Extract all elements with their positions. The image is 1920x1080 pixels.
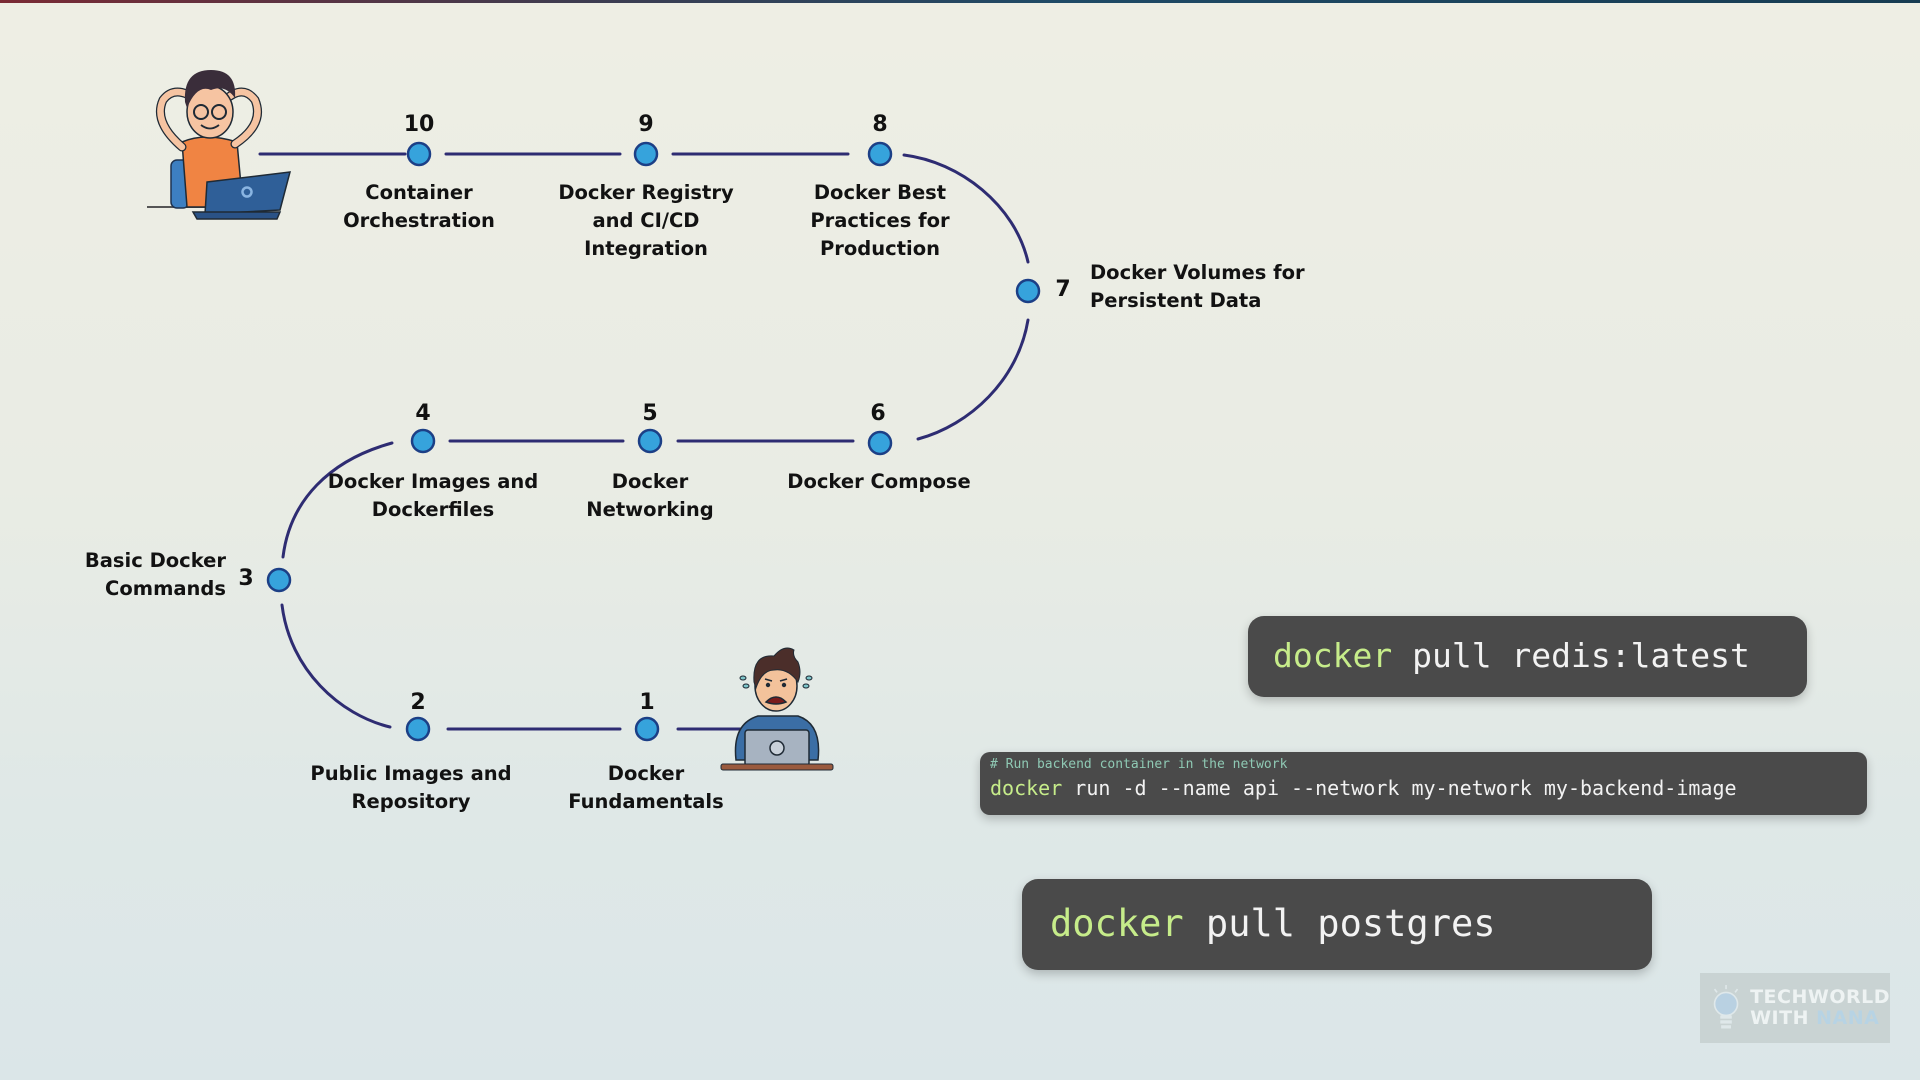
code-text: run -d --name api --network my-network m… (1062, 776, 1737, 800)
step-node-8 (867, 141, 893, 167)
step-number: 3 (238, 566, 254, 591)
step-label: Docker Images and Dockerfiles (327, 470, 539, 521)
step-label: Docker Networking (586, 470, 714, 521)
step-node-10 (406, 141, 432, 167)
step-node-4 (410, 428, 436, 454)
connector-3-2 (280, 603, 392, 729)
step-label: Public Images and Repository (310, 762, 512, 813)
step-node-5 (637, 428, 663, 454)
watermark-line-2: WITH NANA (1750, 1007, 1880, 1029)
techworld-watermark-logo: TECHWORLD WITH NANA (1700, 973, 1890, 1043)
code-snippet-redis: docker pull redis:latest (1248, 616, 1807, 697)
step-label: Basic Docker Commands (84, 549, 226, 600)
step-label: Container Orchestration (343, 181, 495, 232)
step-node-3 (266, 567, 292, 593)
step-node-2 (405, 716, 431, 742)
code-text: pull redis:latest (1392, 636, 1750, 675)
code-keyword: docker (1050, 902, 1184, 945)
step-label: Docker Volumes for Persistent Data (1090, 261, 1305, 312)
connector-4-3 (281, 441, 394, 559)
watermark-text: TECHWORLD WITH NANA (1750, 987, 1890, 1029)
code-comment: # Run backend container in the network (990, 757, 1288, 772)
step-number: 2 (410, 690, 426, 715)
step-label: Docker Best Practices for Production (810, 181, 950, 260)
step-label: Docker Fundamentals (568, 762, 724, 813)
code-keyword: docker (1273, 636, 1393, 675)
code-snippet-run-backend: # Run backend container in the network d… (980, 752, 1867, 815)
step-number: 1 (639, 690, 655, 715)
code-snippet-postgres: docker pull postgres (1022, 879, 1652, 970)
connector-8-7 (902, 153, 1030, 264)
watermark-line-1: TECHWORLD (1750, 986, 1890, 1008)
step-number: 10 (403, 112, 435, 137)
lightbulb-icon (1713, 985, 1739, 1029)
step-node-1 (634, 716, 660, 742)
code-keyword: docker (990, 776, 1063, 800)
code-text: pull postgres (1183, 902, 1496, 945)
step-node-7 (1015, 278, 1041, 304)
step-number: 4 (415, 401, 431, 426)
top-accent-bar (0, 0, 1920, 3)
step-number: 9 (638, 112, 654, 137)
step-label: Docker Registry and CI/CD Integration (558, 181, 734, 260)
step-label: Docker Compose (787, 470, 971, 493)
stressed-developer-illustration (720, 647, 834, 771)
relaxed-developer-illustration (147, 70, 292, 220)
step-number: 6 (870, 401, 886, 426)
step-node-6 (867, 430, 893, 456)
connector-7-6 (916, 318, 1030, 441)
step-number: 7 (1055, 277, 1071, 302)
step-node-9 (633, 141, 659, 167)
step-number: 8 (872, 112, 888, 137)
step-number: 5 (642, 401, 658, 426)
